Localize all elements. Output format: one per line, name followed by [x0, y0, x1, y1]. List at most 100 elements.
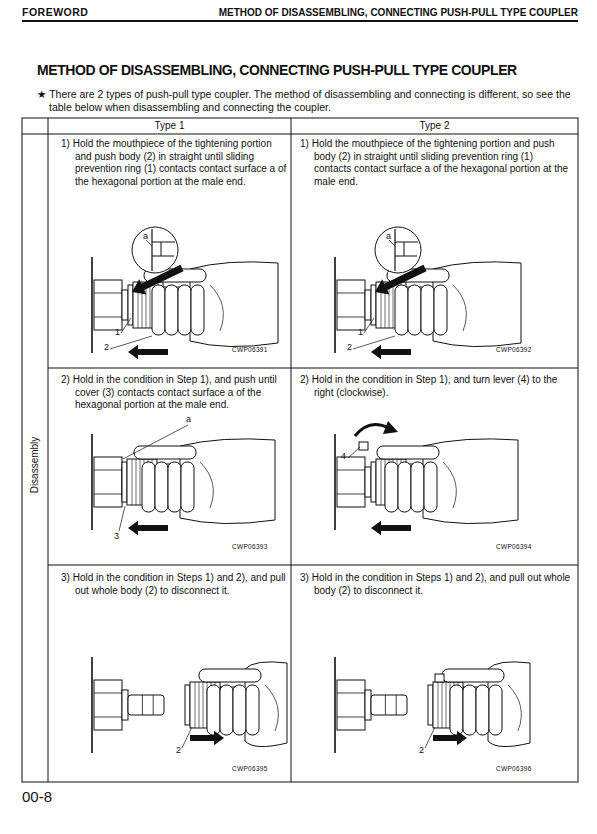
figure-code: CWP06395: [232, 765, 268, 773]
running-head: FOREWORD: [22, 6, 88, 19]
finger: [165, 285, 178, 335]
leader-line: [364, 318, 374, 333]
finger: [424, 462, 437, 512]
leader-line: [110, 336, 152, 349]
callout-letter: a: [143, 231, 148, 242]
column-heading: Type 1: [48, 120, 291, 132]
male-stem: [371, 695, 407, 715]
direction-arrow: [371, 345, 411, 359]
table-rule: [48, 368, 578, 369]
callout-number: 2: [104, 342, 109, 353]
finger: [142, 462, 155, 512]
callout-number: 2: [176, 745, 181, 756]
hex-edge: [337, 494, 365, 495]
stem-groove: [396, 695, 397, 715]
sleeve-rib: [381, 459, 382, 505]
hand-crease: [508, 685, 521, 731]
sleeve-rib: [195, 682, 196, 728]
page-number: 00-8: [22, 788, 52, 806]
leader-line: [425, 727, 435, 748]
sliding-ring: [185, 685, 190, 725]
hex-edge: [337, 293, 365, 294]
leader-line: [119, 506, 125, 531]
detail-edge: [404, 242, 405, 256]
hex-edge: [94, 293, 122, 294]
sliding-ring: [122, 462, 127, 502]
thumb: [442, 669, 504, 682]
illustration: [335, 657, 530, 753]
stem-groove: [142, 695, 143, 715]
figure-code: CWP06392: [496, 346, 532, 354]
rotation-arrow-head: [383, 421, 398, 434]
hex-edge: [337, 317, 365, 318]
hex-edge: [337, 470, 365, 471]
hex-edge: [94, 470, 122, 471]
sleeve-rib: [442, 682, 443, 728]
finger: [152, 285, 165, 335]
note: ★ There are 2 types of push-pull type co…: [37, 88, 578, 113]
step-text: 3) Hold in the condition in Steps 1) and…: [300, 572, 572, 597]
sliding-ring: [371, 462, 376, 502]
finger: [246, 685, 259, 735]
sleeve-rib: [446, 682, 447, 728]
sleeve-rib: [203, 682, 204, 728]
hex-edge: [94, 317, 122, 318]
side-label: Disassembly: [29, 415, 41, 515]
lever: [359, 442, 368, 450]
illustration: [335, 227, 521, 359]
finger: [191, 285, 204, 335]
lever: [435, 674, 444, 682]
table-rule: [48, 118, 49, 782]
hex-nut: [94, 680, 122, 730]
leader-line: [123, 425, 188, 459]
running-head: METHOD OF DISASSEMBLING, CONNECTING PUSH…: [150, 7, 578, 19]
leader-line: [121, 318, 131, 333]
detail-circle: [375, 227, 421, 273]
sliding-ring: [428, 685, 433, 725]
step-text: 2) Hold in the condition in Step 1), and…: [61, 374, 289, 412]
direction-arrow: [433, 731, 467, 745]
finger: [398, 462, 411, 512]
table-rule: [291, 118, 292, 782]
wall: [334, 657, 336, 753]
hand-crease: [200, 462, 213, 508]
direction-arrow: [375, 265, 427, 295]
leader-line: [348, 447, 360, 458]
hex-edge: [94, 494, 122, 495]
sleeve-rib: [150, 282, 151, 328]
table-rule: [48, 565, 578, 566]
finger: [233, 685, 246, 735]
step-text: 1) Hold the mouthpiece of the tightening…: [61, 138, 289, 188]
finger: [450, 685, 463, 735]
detail-edge: [152, 256, 174, 257]
leader-line: [182, 727, 192, 748]
hex-edge: [94, 693, 122, 694]
finger: [408, 285, 421, 335]
figure-code: CWP06396: [496, 765, 532, 773]
wall: [91, 657, 93, 753]
figure-code: CWP06394: [496, 543, 532, 551]
finger: [385, 462, 398, 512]
hex-nut: [337, 280, 365, 330]
callout-number: 2: [347, 342, 352, 353]
detail-circle: [132, 227, 178, 273]
thumb: [377, 446, 439, 459]
finger: [178, 285, 191, 335]
illustration: [335, 421, 518, 535]
header-rule: [22, 20, 578, 22]
sleeve-rib: [140, 459, 141, 505]
male-stem: [128, 695, 164, 715]
hand-crease: [453, 285, 466, 331]
figure-code: CWP06391: [232, 346, 268, 354]
finger: [207, 685, 220, 735]
callout-number: 2: [419, 745, 424, 756]
direction-arrow: [371, 521, 411, 535]
flange: [365, 290, 371, 320]
callout-number: 3: [114, 531, 119, 542]
finger: [434, 285, 447, 335]
illustration: [92, 425, 275, 535]
wall: [334, 257, 336, 353]
direction-arrow: [190, 731, 224, 745]
flange: [365, 467, 371, 497]
